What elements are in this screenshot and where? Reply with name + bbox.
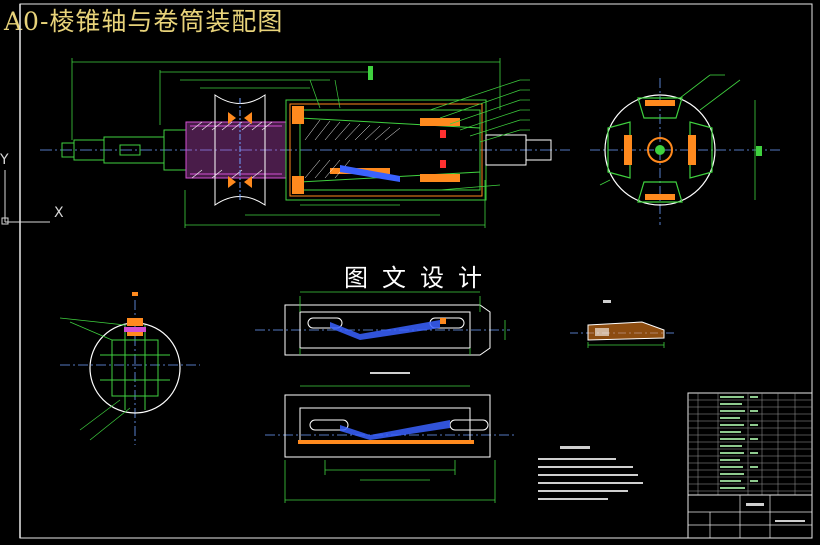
overall-dimensions: [71, 58, 501, 228]
pulley: [214, 94, 266, 206]
side-view-caption-marks: [370, 372, 410, 374]
left-shaft: [61, 129, 187, 171]
key-part-view: [570, 300, 675, 348]
leader-lines: [309, 79, 530, 191]
drawing-title: A0-棱锥轴与卷筒装配图: [4, 7, 284, 36]
red-marks: [440, 130, 446, 168]
cone-hatch: [304, 119, 401, 179]
watermark-text: 图文设计: [344, 264, 496, 292]
blue-wedge: [340, 165, 400, 182]
pulley-bearings: [228, 112, 252, 188]
side-view-upper: [255, 291, 510, 356]
side-view-lower: [265, 385, 515, 503]
ucs-x-axis-label: X: [54, 205, 64, 221]
end-section-view: [590, 74, 780, 225]
drum-hub: [185, 121, 287, 179]
technical-requirements-block: [538, 446, 643, 500]
circular-detail-view: [59, 292, 200, 445]
ucs-y-axis-label: Y: [0, 152, 9, 168]
main-assembly-view: [40, 58, 570, 228]
right-shaft: [485, 134, 552, 166]
parts-list-table: [687, 392, 813, 539]
ucs-icon: [1, 170, 50, 225]
